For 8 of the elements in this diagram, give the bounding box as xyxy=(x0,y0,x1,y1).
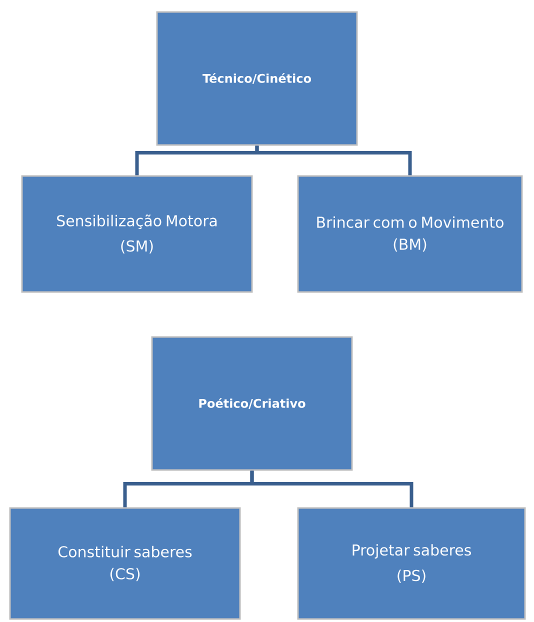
concept-box: Projetar saberes (PS) xyxy=(297,507,526,620)
concept-box: Brincar com o Movimento (BM) xyxy=(297,175,523,293)
concept-box: Constituir saberes (CS) xyxy=(9,507,241,620)
connector xyxy=(255,146,412,176)
category-box: Poético/Criativo xyxy=(151,336,353,471)
category-box: Técnico/Cinético xyxy=(156,11,358,146)
connector xyxy=(250,470,414,508)
concept-box: Sensibilização Motora (SM) xyxy=(21,175,253,293)
